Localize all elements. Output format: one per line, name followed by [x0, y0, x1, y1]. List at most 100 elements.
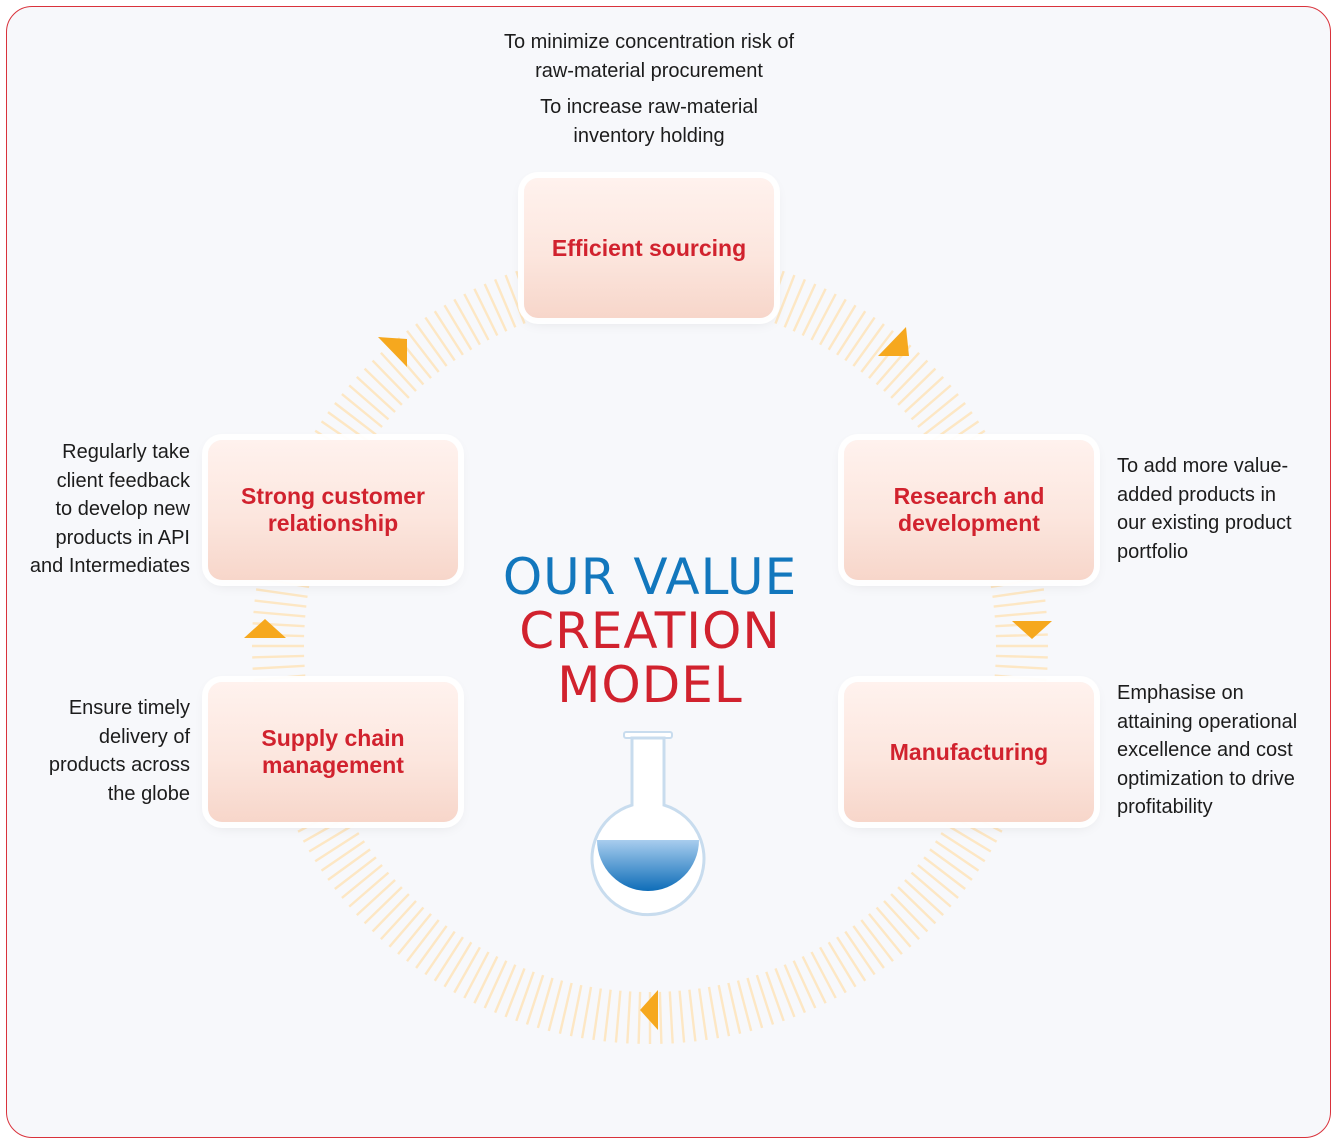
sunburst-ray	[314, 832, 360, 863]
sunburst-ray	[801, 288, 827, 337]
sunburst-ray	[994, 674, 1047, 682]
sunburst-ray	[774, 967, 796, 1018]
sunburst-ray	[668, 991, 674, 1044]
sunburst-ray	[860, 330, 894, 373]
desc-line: portfolio	[1117, 540, 1189, 563]
sunburst-ray	[910, 871, 952, 908]
sunburst-ray	[746, 977, 764, 1029]
sunburst-ray	[463, 293, 490, 341]
sunburst-ray	[334, 856, 377, 890]
stage-label-line: development	[898, 510, 1040, 536]
desc-line: products in API	[55, 526, 190, 549]
manufacturing-description: Emphasise on attaining operational excel…	[1117, 679, 1297, 822]
desc-line: profitability	[1117, 796, 1213, 818]
desc-line: client feedback	[56, 469, 190, 492]
sunburst-ray	[890, 893, 929, 933]
desc-line: to develop new	[55, 498, 190, 520]
desc-line: our existing product	[1117, 512, 1292, 534]
sunburst-ray	[844, 316, 876, 362]
stage-label-line: relationship	[267, 510, 399, 536]
sunburst-ray	[783, 278, 807, 328]
desc-line: raw-material procurement	[535, 59, 763, 82]
title-line-2: CREATION	[519, 602, 781, 660]
sunburst-ray	[890, 359, 929, 399]
desc-line: and Intermediates	[29, 555, 190, 577]
sunburst-ray	[860, 919, 894, 962]
sunburst-ray	[348, 384, 390, 421]
stage-card-manufacturing: Manufacturing	[844, 682, 1094, 822]
sunburst-ray	[415, 925, 448, 969]
sunburst-ray	[569, 984, 583, 1037]
sunburst-ray	[433, 936, 464, 982]
stage-card-research-development: Research and development	[844, 440, 1094, 580]
stage-label: Efficient sourcing	[551, 234, 747, 261]
sunburst-ray	[883, 900, 920, 941]
sunburst-ray	[801, 955, 827, 1004]
sunburst-ray	[929, 411, 973, 444]
sunburst-ray	[940, 832, 986, 863]
sunburst-ray	[904, 376, 945, 413]
sunburst-ray	[493, 964, 517, 1014]
sunburst-ray	[515, 971, 535, 1022]
sunburst-ray	[406, 330, 440, 373]
sunburst-ray	[707, 986, 720, 1039]
sunburst-ray	[424, 930, 456, 976]
sunburst-ray	[424, 316, 456, 362]
stage-label: Supply chain management	[251, 725, 414, 779]
sunburst-ray	[371, 893, 410, 933]
desc-line: Emphasise on	[1117, 682, 1244, 704]
desc-line: To minimize concentration risk of	[503, 31, 795, 53]
sunburst-ray	[380, 351, 417, 392]
desc-line: the globe	[107, 782, 190, 805]
sunburst-ray	[334, 402, 377, 436]
sunburst-ray	[783, 964, 807, 1014]
stage-label-line: Research and	[893, 483, 1045, 509]
sunburst-ray	[504, 967, 526, 1018]
sunburst-ray	[852, 925, 885, 969]
sunburst-ray	[755, 974, 775, 1025]
customer-description: Regularly take client feedback to develo…	[8, 438, 190, 581]
sunburst-ray	[341, 393, 383, 428]
sunburst-ray	[320, 840, 366, 872]
sunburst-ray	[253, 674, 306, 682]
sunburst-ray	[917, 393, 959, 428]
arrow-icon-bottom	[640, 990, 658, 1030]
sunburst-ray	[406, 919, 440, 962]
sunburst-ray	[592, 988, 602, 1041]
sunburst-ray	[678, 990, 686, 1043]
sunburst-ray	[883, 351, 920, 392]
desc-line: optimization to drive	[1117, 767, 1295, 790]
diagram-title: OUR VALUE CREATION MODEL	[470, 550, 830, 712]
sunburst-ray	[443, 304, 473, 351]
sunburst-ray	[463, 951, 490, 999]
sunburst-ray	[992, 588, 1045, 598]
desc-line: Ensure timely	[68, 697, 190, 719]
desc-line: To add more value-	[1117, 455, 1289, 477]
sunburst-ray	[453, 946, 481, 994]
sunburst-ray	[910, 384, 952, 421]
stage-label: Research and development	[884, 483, 1055, 537]
sunburst-ray	[536, 977, 554, 1029]
desc-line: inventory holding	[573, 124, 725, 147]
research-description: To add more value- added products in our…	[1117, 452, 1292, 566]
sunburst-ray	[483, 283, 508, 332]
sunburst-ray	[774, 274, 796, 325]
sunburst-ray	[558, 982, 573, 1034]
arrow-icon-top-right	[878, 327, 909, 356]
sunburst-ray	[415, 323, 448, 367]
sunburst-ray	[897, 367, 937, 406]
sunburst-ray	[792, 960, 817, 1009]
sunburst-ray	[852, 323, 885, 367]
sunburst-ray	[827, 304, 857, 351]
sunburst-ray	[934, 840, 980, 872]
sourcing-description: To minimize concentration risk of raw-ma…	[449, 28, 849, 150]
sunburst-ray	[380, 900, 417, 941]
stage-label-line: Supply chain	[261, 725, 405, 751]
sunburst-ray	[995, 664, 1048, 670]
sunburst-ray	[327, 411, 371, 444]
sunburst-ray	[923, 856, 966, 890]
arrow-icon-left	[244, 619, 286, 638]
sunburst-ray	[252, 664, 305, 670]
sunburst-ray	[341, 864, 383, 899]
sunburst-ray	[614, 990, 622, 1043]
